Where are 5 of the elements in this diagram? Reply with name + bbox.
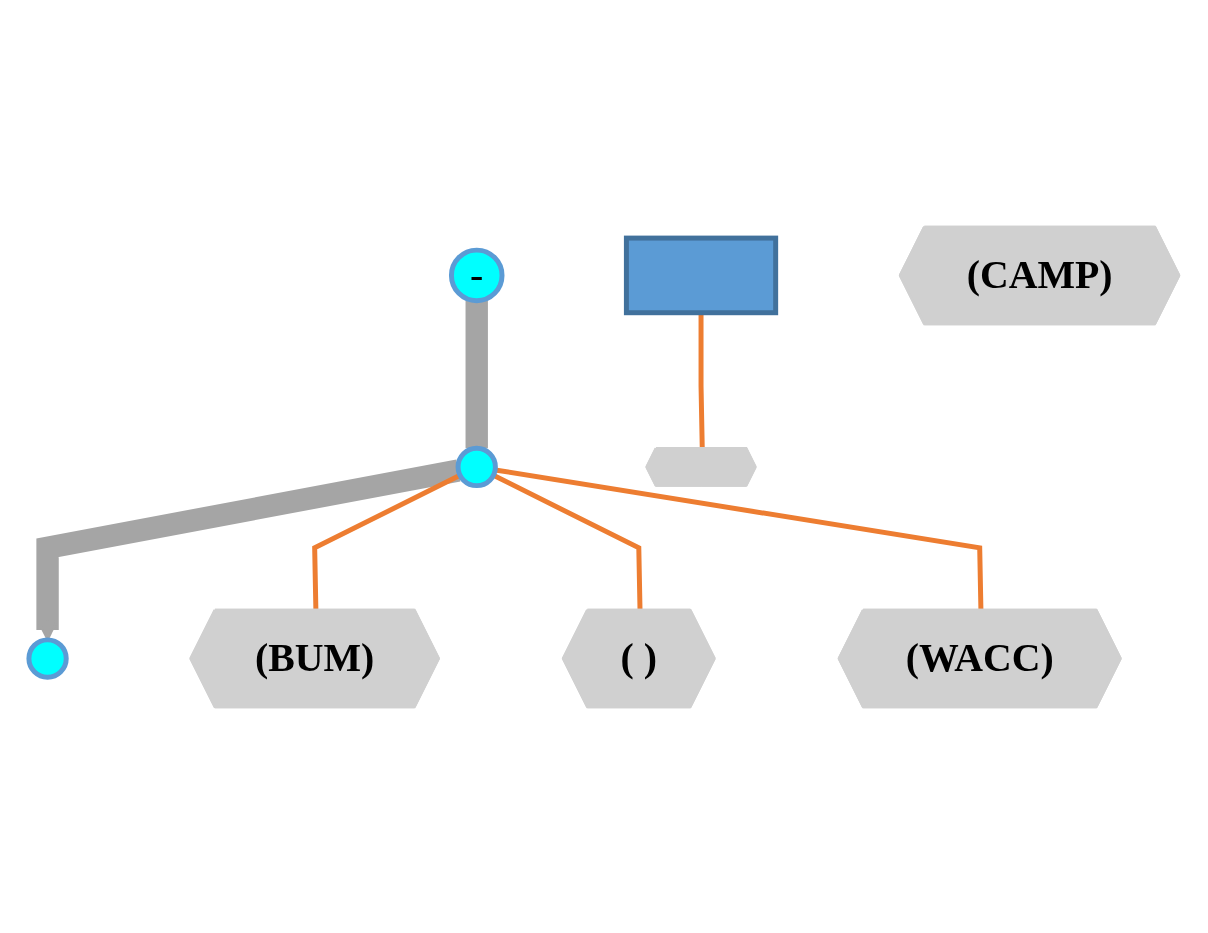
node-circle: - — [448, 247, 505, 303]
node-circle — [26, 636, 69, 680]
connector — [465, 300, 488, 448]
node-circle — [455, 445, 498, 488]
node-box — [623, 235, 779, 315]
